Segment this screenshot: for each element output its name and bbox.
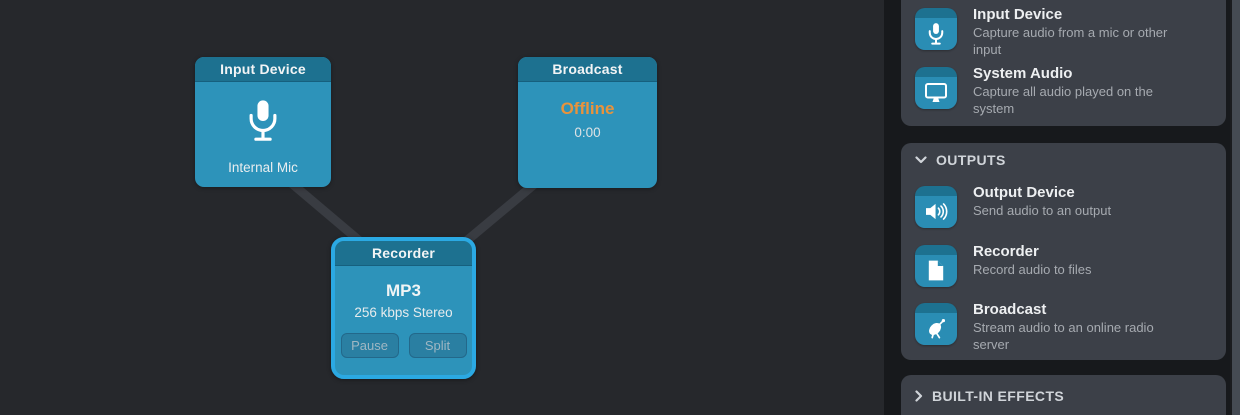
library-item-recorder[interactable]: Recorder Record audio to files xyxy=(915,242,1173,287)
node-body: Offline 0:00 xyxy=(518,82,657,140)
recorder-button-row: Pause Split xyxy=(340,333,467,358)
sidebar-scrollbar[interactable] xyxy=(1230,0,1240,415)
library-item-title: Recorder xyxy=(973,243,1039,260)
outputs-panel: OUTPUTS Output Device Send audio to an o… xyxy=(901,143,1226,360)
split-button[interactable]: Split xyxy=(408,333,467,358)
node-broadcast[interactable]: Broadcast Offline 0:00 xyxy=(518,57,657,188)
library-item-text: Output Device Send audio to an output xyxy=(973,183,1173,228)
node-body: Internal Mic xyxy=(195,82,331,175)
broadcast-timer: 0:00 xyxy=(574,125,601,140)
node-title: Broadcast xyxy=(518,57,657,82)
input-source-label: Internal Mic xyxy=(228,160,298,175)
library-item-output-device[interactable]: Output Device Send audio to an output xyxy=(915,183,1173,228)
library-item-text: System Audio Capture all audio played on… xyxy=(973,64,1173,117)
file-icon xyxy=(915,245,957,287)
library-item-text: Recorder Record audio to files xyxy=(973,242,1173,287)
library-item-text: Input Device Capture audio from a mic or… xyxy=(973,5,1173,58)
library-item-title: Output Device xyxy=(973,184,1075,201)
library-item-description: Stream audio to an online radio server xyxy=(973,320,1154,352)
display-icon xyxy=(915,67,957,109)
library-item-broadcast[interactable]: Broadcast Stream audio to an online radi… xyxy=(915,300,1173,353)
node-recorder[interactable]: Recorder MP3 256 kbps Stereo Pause Split xyxy=(331,237,476,379)
library-item-description: Send audio to an output xyxy=(973,203,1112,218)
block-library-sidebar: Input Device Capture audio from a mic or… xyxy=(884,0,1240,415)
pipeline-canvas[interactable]: Input Device Internal Mic Broadcast Offl… xyxy=(0,0,884,415)
node-input-device[interactable]: Input Device Internal Mic xyxy=(195,57,331,187)
library-item-title: Broadcast xyxy=(973,301,1047,318)
node-title: Input Device xyxy=(195,57,331,82)
node-title: Recorder xyxy=(335,241,472,266)
library-item-description: Capture all audio played on the system xyxy=(973,84,1153,116)
broadcast-status: Offline xyxy=(560,99,615,118)
sources-panel: Input Device Capture audio from a mic or… xyxy=(901,0,1226,126)
library-item-title: System Audio xyxy=(973,65,1073,82)
microphone-icon xyxy=(244,95,282,152)
library-item-title: Input Device xyxy=(973,6,1063,23)
chevron-right-icon xyxy=(915,390,923,402)
recorder-settings: 256 kbps Stereo xyxy=(354,305,453,320)
recorder-format: MP3 xyxy=(386,281,421,300)
effects-panel: BUILT-IN EFFECTS xyxy=(901,375,1226,415)
library-item-input-device[interactable]: Input Device Capture audio from a mic or… xyxy=(915,5,1173,58)
section-header-label: OUTPUTS xyxy=(936,152,1006,168)
outputs-section-header[interactable]: OUTPUTS xyxy=(915,152,1006,168)
library-item-description: Capture audio from a mic or other input xyxy=(973,25,1168,57)
section-header-label: BUILT-IN EFFECTS xyxy=(932,388,1065,404)
connection-broadcast-to-recorder xyxy=(455,178,540,252)
satellite-dish-icon xyxy=(915,303,957,345)
pause-button[interactable]: Pause xyxy=(340,333,399,358)
library-item-text: Broadcast Stream audio to an online radi… xyxy=(973,300,1173,353)
library-item-description: Record audio to files xyxy=(973,262,1092,277)
microphone-icon xyxy=(915,8,957,50)
speaker-icon xyxy=(915,186,957,228)
node-body: MP3 256 kbps Stereo Pause Split xyxy=(335,266,472,358)
chevron-down-icon xyxy=(915,156,927,164)
effects-section-header[interactable]: BUILT-IN EFFECTS xyxy=(915,388,1064,404)
library-item-system-audio[interactable]: System Audio Capture all audio played on… xyxy=(915,64,1173,117)
